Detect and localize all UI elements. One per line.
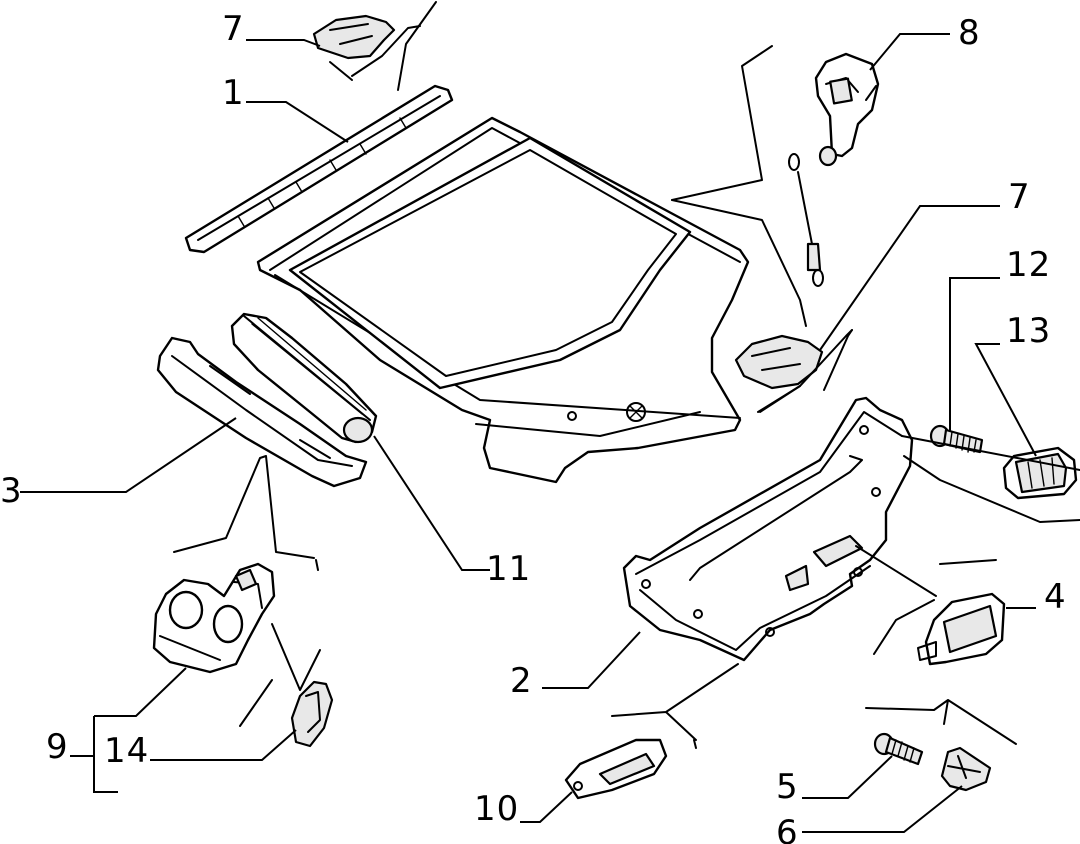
part-9-latch — [152, 562, 276, 674]
part-4-grip — [917, 592, 1006, 666]
part-7-right-clip — [734, 329, 853, 413]
callout-labels: 7 1 8 7 12 13 3 11 4 2 9 14 5 10 6 — [0, 9, 1067, 844]
callout-7-top: 7 — [222, 9, 245, 49]
part-10-insert — [564, 738, 668, 800]
callout-2: 2 — [510, 661, 533, 701]
part-2-trim-panel — [622, 396, 914, 662]
part-6-plug — [940, 746, 992, 792]
callout-12: 12 — [1006, 245, 1051, 285]
callout-10: 10 — [474, 789, 519, 829]
callout-4: 4 — [1044, 577, 1067, 617]
part-14-clip — [290, 680, 334, 748]
callout-8: 8 — [958, 13, 981, 53]
support-cable — [788, 153, 824, 287]
callout-11: 11 — [486, 549, 531, 589]
part-5-bolt — [873, 732, 924, 766]
callout-14: 14 — [104, 731, 149, 771]
grouping-lines — [173, 45, 1080, 749]
part-3-lower-seal — [156, 336, 368, 488]
tailgate-panel — [256, 116, 750, 484]
callout-6: 6 — [776, 813, 799, 844]
part-1-upper-seal — [184, 84, 454, 254]
part-13-cap — [1002, 446, 1078, 500]
leader-lines — [20, 33, 1037, 833]
callout-3: 3 — [0, 471, 23, 511]
callout-13: 13 — [1006, 311, 1051, 351]
callout-9: 9 — [46, 727, 69, 767]
callout-7-right: 7 — [1008, 177, 1031, 217]
part-12-screw — [929, 424, 984, 454]
callout-1: 1 — [222, 73, 245, 113]
part-7-top-clip — [312, 1, 437, 91]
part-11-buffer — [230, 312, 378, 444]
part-8-hinge — [814, 52, 880, 167]
callout-5: 5 — [776, 767, 799, 807]
